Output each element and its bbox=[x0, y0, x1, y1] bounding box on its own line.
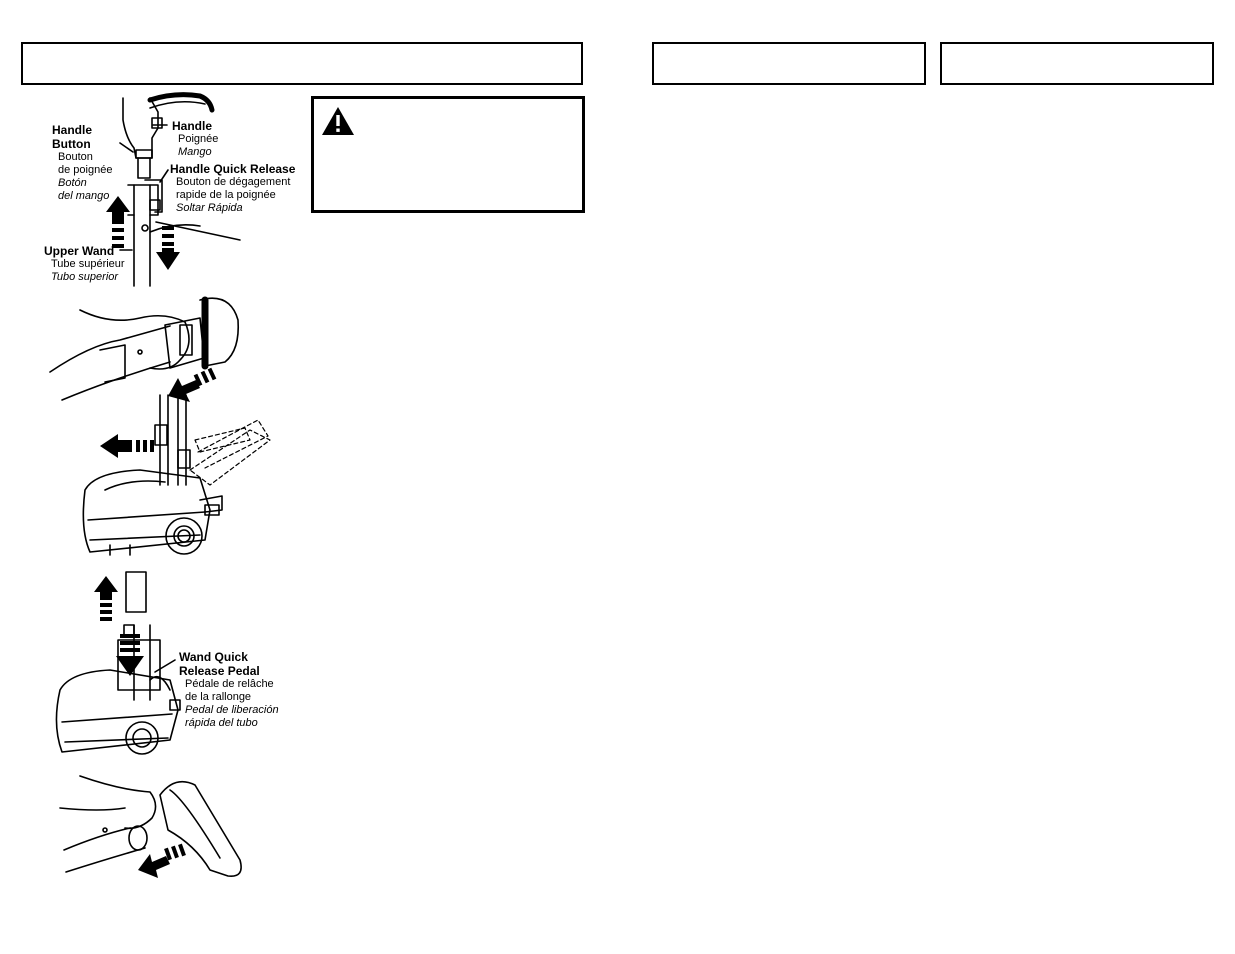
label-wand-quick-release: Wand Quick Release Pedal Pédale de relâc… bbox=[179, 650, 279, 729]
label-handle: Handle Poignée Mango bbox=[172, 119, 219, 158]
label-handle-button: Handle Button Bouton de poignée Botón de… bbox=[52, 123, 113, 202]
label-upper-wand: Upper Wand Tube supérieur Tubo superior bbox=[44, 244, 125, 283]
arrows-fig5 bbox=[138, 843, 186, 878]
header-box-right bbox=[940, 42, 1214, 85]
dashed-wand-outline bbox=[189, 419, 271, 486]
figure-brush-attach bbox=[49, 296, 240, 401]
figure-wand-pedal bbox=[55, 571, 181, 755]
warning-icon bbox=[322, 107, 354, 135]
figure-base-tilt bbox=[82, 394, 223, 556]
figure-handle-release bbox=[119, 92, 241, 287]
arrows-fig1 bbox=[106, 196, 180, 270]
header-box-left bbox=[21, 42, 583, 85]
warning-box bbox=[311, 96, 585, 213]
label-handle-quick-release: Handle Quick Release Bouton de dégagemen… bbox=[170, 162, 295, 214]
figure-handle-attach bbox=[59, 775, 242, 877]
assembly-illustrations bbox=[49, 92, 271, 878]
arrows-fig2 bbox=[168, 367, 217, 402]
arrows-fig3 bbox=[100, 434, 154, 458]
header-box-middle bbox=[652, 42, 926, 85]
arrows-fig4 bbox=[94, 576, 144, 676]
